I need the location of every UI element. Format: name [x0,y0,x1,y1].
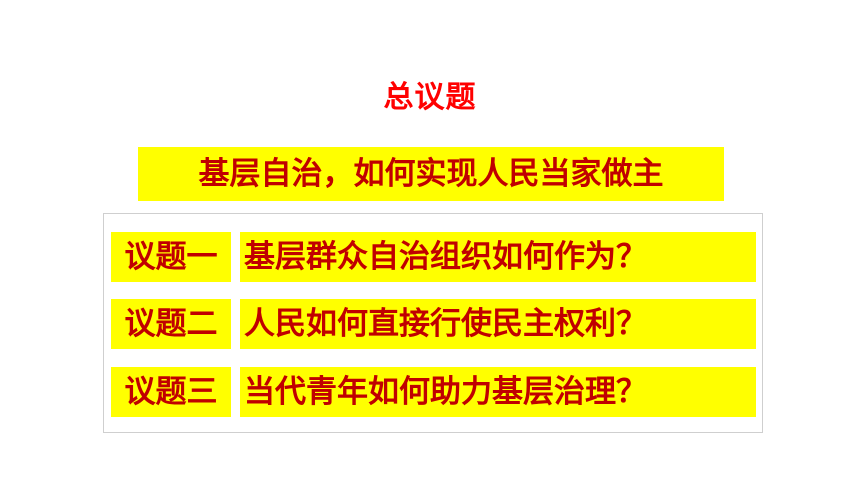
main-title: 总议题 [383,80,477,115]
topic-label-1: 议题一 [111,232,231,282]
subtitle-banner: 基层自治，如何实现人民当家做主 [138,147,724,201]
topic-text-2: 人民如何直接行使民主权利？ [240,299,756,349]
topic-label-2: 议题二 [111,299,231,349]
topic-text-1: 基层群众自治组织如何作为？ [240,232,756,282]
topics-box: 议题一 基层群众自治组织如何作为？ 议题二 人民如何直接行使民主权利？ 议题三 … [103,213,763,433]
topic-label-3: 议题三 [111,367,231,417]
topic-text-3: 当代青年如何助力基层治理？ [240,367,756,417]
